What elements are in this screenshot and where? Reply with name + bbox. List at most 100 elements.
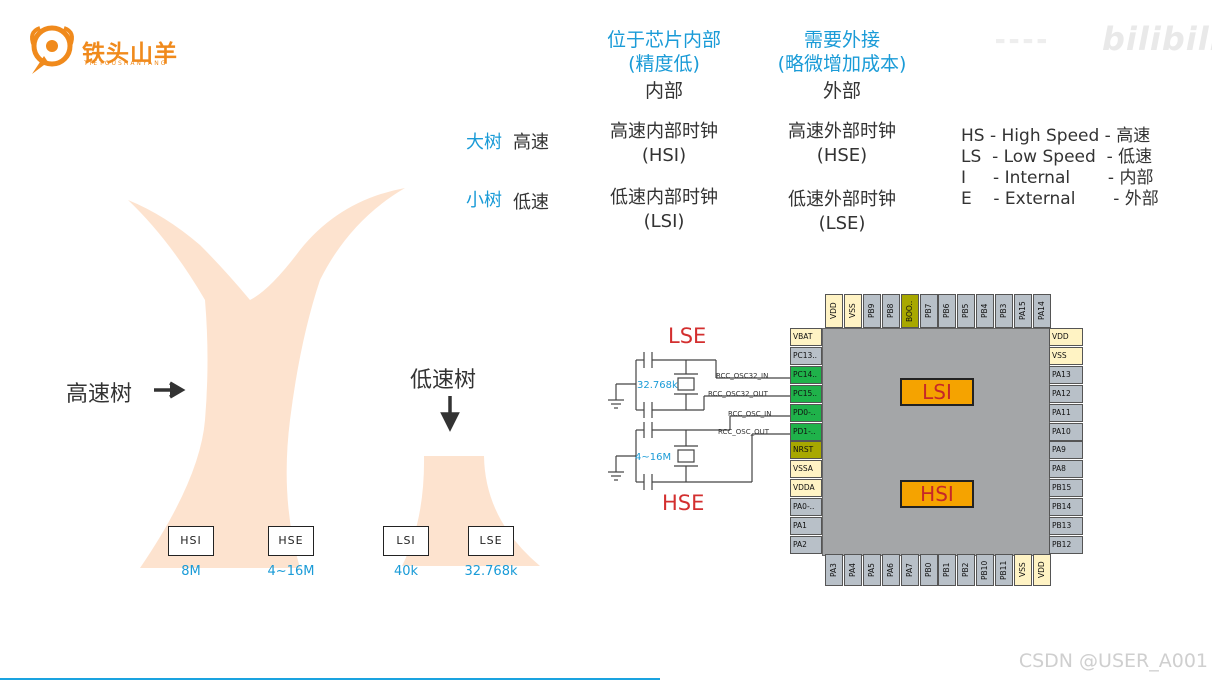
clock-freq-hse: 4~16M [267, 564, 315, 579]
chip-pin-top: PA14 [1032, 294, 1051, 328]
legend-i: I - Internal - 内部 [961, 168, 1154, 188]
clock-freq-hsi: 8M [181, 564, 201, 579]
chip-pin-bottom: PB11 [995, 554, 1014, 586]
csdn-watermark: CSDN @USER_A001 [1018, 650, 1208, 672]
chip-pin-bottom: PB0 [919, 554, 938, 586]
column-internal-header: 位于芯片内部 (精度低) 内部 [582, 28, 746, 103]
chip-pin-top: PB3 [995, 294, 1014, 328]
chip-pin-bottom: PA5 [862, 554, 881, 586]
crystal-lse-value: 32.768k [637, 380, 678, 391]
cell-lse-name: 低速外部时钟 [788, 189, 896, 210]
chip-pin-right: PB14 [1049, 498, 1083, 517]
clock-box-hse: HSE [268, 526, 314, 556]
chip-pin-left: VSSA [790, 460, 822, 479]
chip-pin-right: PB15 [1049, 479, 1083, 498]
clock-freq-lsi: 40k [393, 564, 419, 579]
crystal-hse-value: 4~16M [635, 452, 671, 463]
cell-lsi: 低速内部时钟 (LSI) [582, 186, 746, 234]
chip-pin-left: PD1-.. [790, 422, 822, 441]
logo [24, 22, 224, 82]
chip-pin-bottom: PB10 [976, 554, 995, 586]
chip-pin-top: PB4 [976, 294, 995, 328]
cell-hse-name: 高速外部时钟 [788, 121, 896, 142]
goat-logo-icon [30, 25, 74, 74]
chip-pin-bottom: PA3 [825, 554, 843, 586]
cell-hse: 高速外部时钟 (HSE) [760, 120, 924, 168]
chip-pin-right: PA12 [1049, 384, 1083, 403]
chip-pin-top: BOO.. [900, 294, 919, 328]
clock-box-lsi: LSI [383, 526, 429, 556]
chip-pin-right: PA11 [1049, 403, 1083, 422]
chip-pin-left: PC13.. [790, 346, 822, 365]
cell-hsi: 高速内部时钟 (HSI) [582, 120, 746, 168]
chip-pin-right: PA9 [1049, 441, 1083, 460]
chip-pin-bottom: PB2 [957, 554, 976, 586]
chip-pin-top: PB7 [919, 294, 938, 328]
cell-lsi-abbr: (LSI) [643, 211, 685, 232]
cell-lse: 低速外部时钟 (LSE) [760, 188, 924, 236]
column-external-title: 需要外接 [803, 29, 880, 51]
chip-pin-top: VSS [843, 294, 862, 328]
bilibili-watermark: bilibili [1102, 20, 1212, 58]
chip-lsi-label: LSI [900, 378, 974, 406]
chip-pin-left: PA0-.. [790, 498, 822, 517]
row-low-tree: 小树 [466, 190, 502, 211]
watermark-faint: ▬ ▬ ▬ ▬ [995, 34, 1048, 47]
bottom-accent-line [0, 678, 660, 680]
mcu-chip-body [822, 328, 1050, 556]
clock-box-hsi: HSI [168, 526, 214, 556]
chip-pin-left: PA1 [790, 517, 822, 535]
lse-label: LSE [668, 324, 707, 348]
chip-pin-top: PB8 [881, 294, 900, 328]
net-osc-out: RCC_OSC_OUT [718, 428, 770, 436]
oscillator-circuit: 32.768k 4~16M RCC_OSC32_IN RCC_OSC32_OUT… [608, 352, 790, 490]
chip-pin-left: PC14.. [790, 365, 822, 384]
chip-pin-left: PD0-.. [790, 403, 822, 422]
cell-lse-abbr: (LSE) [818, 213, 866, 234]
abbreviation-legend: HS - High Speed - 高速 LS - Low Speed - 低速… [961, 126, 1159, 210]
cell-hsi-name: 高速内部时钟 [610, 121, 718, 142]
chip-pin-top: PA15 [1014, 294, 1032, 328]
chip-pin-top: PB6 [938, 294, 957, 328]
chip-pin-right: PA10 [1049, 422, 1083, 441]
chip-pin-left: PC15.. [790, 384, 822, 403]
column-external-header: 需要外接 (略微增加成本) 外部 [754, 28, 930, 103]
chip-hsi-label: HSI [900, 480, 974, 508]
row-high-speed: 高速 [513, 132, 549, 153]
hse-label: HSE [662, 491, 705, 515]
cell-hsi-abbr: (HSI) [641, 145, 687, 166]
chip-pin-bottom: VDD [1032, 554, 1051, 586]
low-speed-tree-label: 低速树 [410, 368, 477, 393]
chip-pin-right: PB13 [1049, 517, 1083, 535]
net-osc32-out: RCC_OSC32_OUT [708, 390, 769, 398]
column-external-sub: 外部 [822, 80, 861, 102]
high-speed-tree-shape [128, 188, 405, 568]
trees-illustration [128, 188, 540, 568]
chip-pin-right: VDD [1049, 328, 1083, 346]
legend-hs: HS - High Speed - 高速 [961, 126, 1151, 146]
legend-ls: LS - Low Speed - 低速 [961, 147, 1153, 167]
logo-title: 铁头山羊 [82, 41, 178, 67]
chip-pin-left: NRST [790, 441, 822, 460]
chip-pin-top: PB5 [957, 294, 976, 328]
chip-pin-bottom: PB1 [938, 554, 957, 586]
chip-pin-left: PA2 [790, 535, 822, 554]
chip-pin-right: VSS [1049, 346, 1083, 365]
clock-freq-lse: 32.768k [464, 564, 518, 579]
high-speed-tree-label: 高速树 [66, 382, 133, 407]
net-osc-in: RCC_OSC_IN [728, 410, 771, 418]
chip-pin-left: VBAT [790, 328, 822, 346]
column-internal-sub: 内部 [644, 80, 683, 102]
cell-lsi-name: 低速内部时钟 [610, 187, 718, 208]
cell-hse-abbr: (HSE) [816, 145, 868, 166]
chip-pin-bottom: PA4 [843, 554, 862, 586]
chip-pin-right: PA13 [1049, 365, 1083, 384]
arrow-right-icon [154, 381, 186, 399]
column-internal-title: 位于芯片内部 [606, 29, 721, 51]
column-internal-note: (精度低) [628, 53, 700, 75]
chip-pin-bottom: PA7 [900, 554, 919, 586]
chip-pin-left: VDDA [790, 479, 822, 498]
chip-pin-bottom: PA6 [881, 554, 900, 586]
arrow-down-icon [440, 396, 460, 432]
column-external-note: (略微增加成本) [777, 53, 907, 75]
